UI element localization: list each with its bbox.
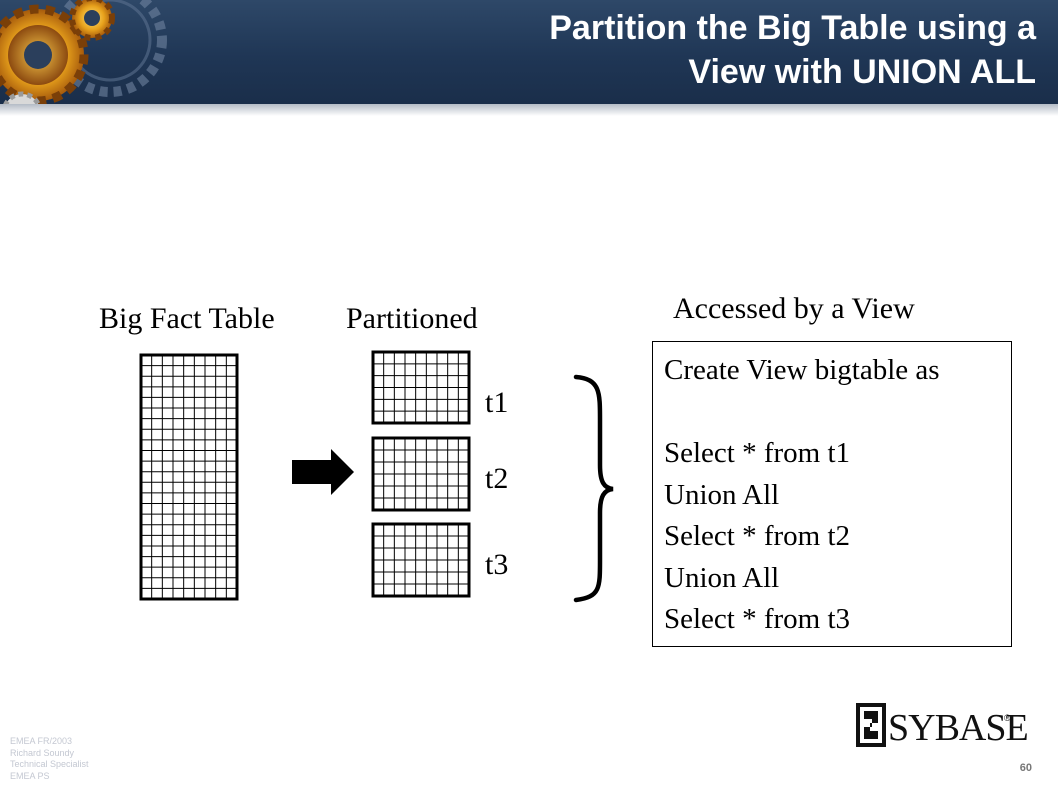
view-definition-box: Create View bigtable as Select * from t1… (652, 341, 1012, 647)
big-fact-table-grid (139, 353, 239, 601)
accessed-by-view-label: Accessed by a View (673, 292, 915, 325)
footer-note: Technical Specialist (10, 759, 89, 769)
right-arrow-icon (292, 449, 354, 495)
view-line: Union All (664, 561, 780, 594)
footer-note: EMEA FR/2003 (10, 736, 73, 746)
header-shadow (0, 104, 1058, 116)
grid-outline (139, 353, 239, 601)
sybase-mark-icon (856, 703, 886, 747)
slide-header: Partition the Big Table using a View wit… (0, 0, 1058, 104)
sybase-wordmark: SYBASE (888, 707, 1029, 749)
footer-note: EMEA PS (10, 770, 50, 781)
view-line: Select * from t2 (664, 520, 851, 552)
sybase-logo: SYBASE ® (856, 703, 1029, 749)
partition-t1-grid (371, 350, 471, 425)
view-line: Select * from t1 (664, 437, 851, 469)
t3-label: t3 (485, 548, 509, 581)
partition-t3-grid (371, 522, 471, 598)
t2-label: t2 (485, 462, 509, 495)
slide-title-line-1: Partition the Big Table using a (549, 9, 1036, 47)
page-number: 60 (1019, 762, 1032, 774)
partition-t2-grid (371, 436, 471, 512)
partitioned-label: Partitioned (346, 302, 478, 335)
footer-note: Richard Soundy (10, 747, 75, 758)
view-line: Create View bigtable as (664, 354, 940, 386)
gears-icon (0, 0, 167, 104)
right-brace-icon (573, 374, 614, 603)
t1-label: t1 (485, 386, 509, 419)
slide-title-line-2: View with UNION ALL (688, 53, 1036, 91)
slide-title: Partition the Big Table using a View wit… (276, 6, 1036, 94)
view-line: Select * from t3 (664, 603, 851, 635)
view-line (664, 392, 940, 434)
registered-mark: ® (1004, 713, 1011, 723)
big-fact-table-label: Big Fact Table (99, 302, 275, 335)
view-definition-text: Create View bigtable as Select * from t1… (664, 350, 940, 641)
view-line: Union All (664, 478, 780, 511)
